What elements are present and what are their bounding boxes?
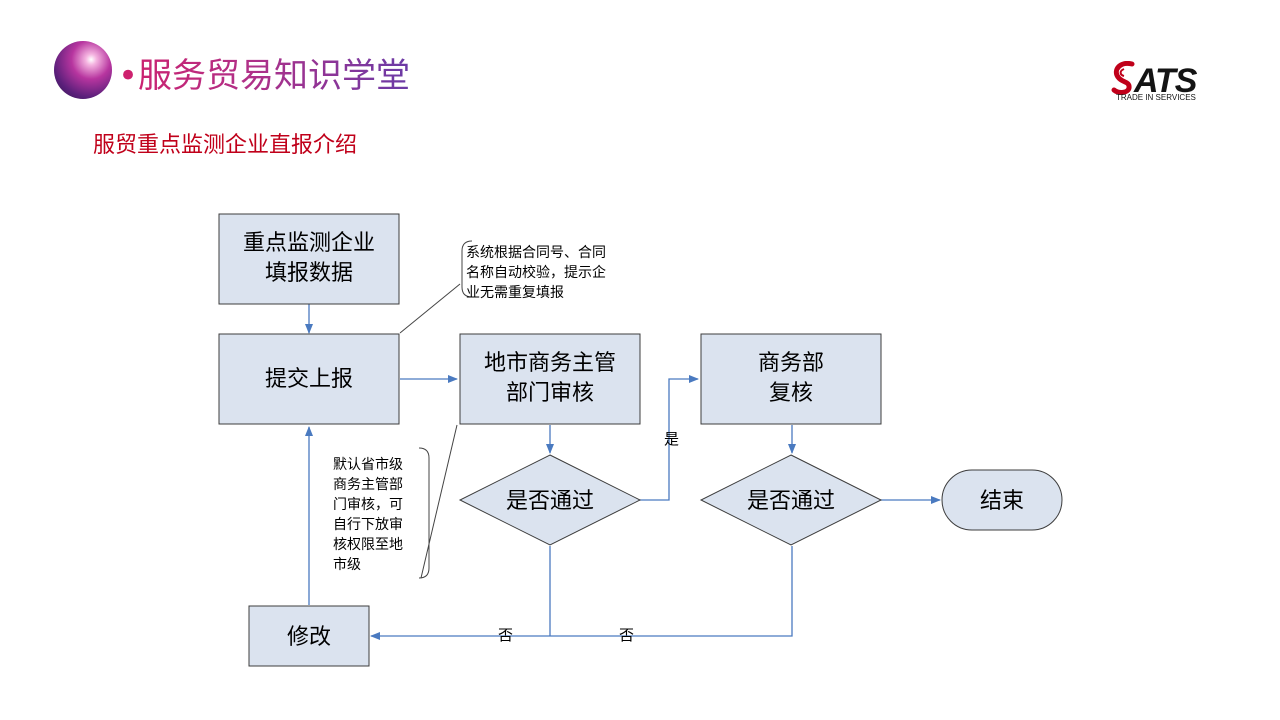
node-ministry-review-line1: 商务部 bbox=[758, 351, 824, 376]
logo-text: ATS bbox=[1134, 62, 1197, 100]
node-decision2: 是否通过 bbox=[699, 454, 883, 546]
note2-brace bbox=[418, 447, 430, 579]
edge-label-no-left: 否 bbox=[498, 626, 513, 644]
ats-logo: ATS TRADE IN SERVICES bbox=[1110, 58, 1206, 106]
edge-decision2-no-to-modify bbox=[370, 546, 793, 640]
edge-label-no-right: 否 bbox=[619, 626, 634, 644]
logo-subtext: TRADE IN SERVICES bbox=[1116, 93, 1196, 102]
edge-label-yes: 是 bbox=[664, 430, 679, 448]
page-subtitle: 服贸重点监测企业直报介绍 bbox=[93, 133, 358, 158]
note-default-review-line6: 市级 bbox=[333, 556, 361, 573]
note-system-check: 系统根据合同号、合同 名称自动校验，提示企 业无需重复填报 bbox=[466, 245, 606, 301]
node-city-review-line2: 部门审核 bbox=[506, 381, 594, 406]
node-city-review-line1: 地市商务主管 bbox=[484, 351, 616, 376]
note-system-check-line1: 系统根据合同号、合同 bbox=[466, 245, 606, 261]
note-default-review-line1: 默认省市级 bbox=[333, 456, 403, 473]
node-ministry-review: 商务部 复核 bbox=[700, 333, 882, 425]
node-modify: 修改 bbox=[248, 605, 370, 667]
note-default-review-line4: 自行下放审 bbox=[333, 517, 403, 533]
header-title: •服务贸易知识学堂 bbox=[118, 48, 410, 97]
node-end: 结束 bbox=[941, 469, 1063, 531]
node-submit-label: 提交上报 bbox=[265, 367, 353, 392]
note1-leader bbox=[399, 283, 461, 334]
note1-brace bbox=[461, 240, 473, 298]
node-submit: 提交上报 bbox=[218, 333, 400, 425]
header-sphere-icon bbox=[54, 41, 112, 99]
note-default-review-line5: 核权限至地 bbox=[333, 537, 403, 553]
note-default-review: 默认省市级 商务主管部 门审核，可 自行下放审 核权限至地 市级 bbox=[333, 456, 403, 573]
node-decision1-label: 是否通过 bbox=[506, 489, 594, 514]
note-system-check-line3: 业无需重复填报 bbox=[466, 284, 564, 301]
node-modify-label: 修改 bbox=[287, 625, 331, 650]
note-default-review-line3: 门审核，可 bbox=[333, 497, 403, 513]
note-default-review-line2: 商务主管部 bbox=[333, 477, 403, 493]
node-city-review: 地市商务主管 部门审核 bbox=[459, 333, 641, 425]
connectors bbox=[305, 304, 941, 640]
node-ministry-review-line2: 复核 bbox=[769, 381, 813, 406]
logo-swirl-icon bbox=[1111, 61, 1135, 95]
node-decision2-label: 是否通过 bbox=[747, 489, 835, 514]
note-system-check-line2: 名称自动校验，提示企 bbox=[466, 264, 606, 281]
edge-decision1-yes-to-ministry bbox=[639, 375, 699, 501]
node-decision1: 是否通过 bbox=[458, 454, 642, 546]
node-fill-data-line2: 填报数据 bbox=[265, 261, 353, 286]
note2-leader bbox=[420, 424, 458, 579]
node-fill-data: 重点监测企业 填报数据 bbox=[218, 213, 400, 305]
node-fill-data-line1: 重点监测企业 bbox=[243, 231, 375, 256]
node-end-label: 结束 bbox=[980, 489, 1024, 514]
note-callouts bbox=[399, 240, 473, 579]
